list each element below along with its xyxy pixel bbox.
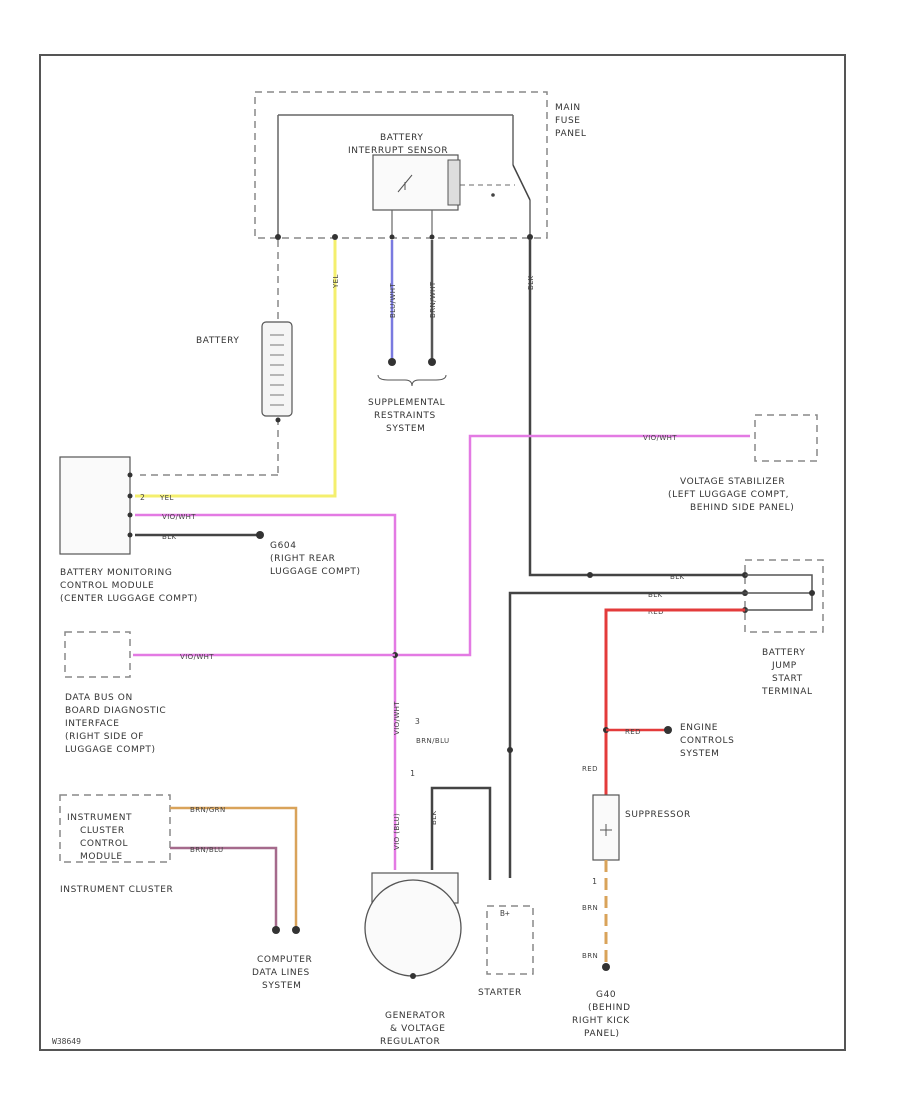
- generator-pin-top: 3: [415, 717, 420, 726]
- ic-module-label-4: MODULE: [80, 852, 123, 862]
- wire-vio-wht-top: [395, 434, 750, 657]
- instrument-cluster-label: INSTRUMENT CLUSTER: [60, 885, 173, 895]
- ic-module-label-2: CLUSTER: [80, 826, 125, 836]
- wire-label-red-engine: RED: [625, 728, 641, 736]
- wire-label-red: RED: [582, 765, 598, 773]
- wire-label-vio-wht-top: VIO/WHT: [643, 434, 677, 442]
- generator-label-1: GENERATOR: [385, 1011, 446, 1021]
- generator: [364, 872, 462, 979]
- ic-module-label-1: INSTRUMENT: [67, 813, 132, 823]
- wire-brn-blu: [170, 846, 278, 928]
- bmcm-label-1: BATTERY MONITORING: [60, 568, 172, 578]
- computer-data-lines-label-1: COMPUTER: [257, 955, 312, 965]
- battery-interrupt-sensor-label-2: INTERRUPT SENSOR: [348, 146, 448, 156]
- g40-label-1: G40: [596, 990, 616, 1000]
- wire-blk-main: [528, 240, 745, 577]
- data-bus-label-3: INTERFACE: [65, 719, 120, 729]
- generator-label-3: REGULATOR: [380, 1037, 440, 1047]
- voltage-stabilizer-label-1: VOLTAGE STABILIZER: [680, 477, 785, 487]
- engine-controls-label-2: CONTROLS: [680, 736, 734, 746]
- wire-label-brn-wht: BRN/WHT: [429, 281, 437, 318]
- srs-label-1: SUPPLEMENTAL: [368, 398, 445, 408]
- wire-label-vio-wht-gen: VIO/WHT: [393, 701, 401, 735]
- main-fuse-panel-label-1: MAIN: [555, 103, 581, 113]
- wire-yel: [135, 240, 337, 498]
- wire-label-blk-jump-2: BLK: [648, 591, 663, 599]
- bmcm-label-3: (CENTER LUGGAGE COMPT): [60, 594, 198, 604]
- g604-label-2: (RIGHT REAR: [270, 554, 335, 564]
- wire-blk-starter: [508, 591, 745, 878]
- wire-label-yel: YEL: [159, 494, 174, 502]
- wire-label-vio-wht-databus: VIO/WHT: [180, 653, 214, 661]
- wire-label-brn-blu-ic: BRN/BLU: [190, 846, 224, 854]
- wire-label-blk-jump: BLK: [670, 573, 685, 581]
- data-bus-label-5: LUGGAGE COMPT): [65, 745, 156, 755]
- wire-label-brn-grn: BRN/GRN: [190, 806, 226, 814]
- ic-module-label-3: CONTROL: [80, 839, 128, 849]
- jump-start-label-4: TERMINAL: [761, 687, 813, 697]
- g40-label-2: (BEHIND: [588, 1003, 631, 1013]
- wire-label-blu-wht: BLU/WHT: [389, 283, 397, 318]
- bmcm-label-2: CONTROL MODULE: [60, 581, 154, 591]
- wire-label-brn-2: BRN: [582, 952, 598, 960]
- starter-terminal: B+: [500, 909, 510, 918]
- engine-controls-label-1: ENGINE: [680, 723, 718, 733]
- bmcm-pin-yel: 2: [140, 493, 145, 502]
- diagram-id: W38649: [52, 1037, 81, 1046]
- g604-label-3: LUGGAGE COMPT): [270, 567, 361, 577]
- generator-label-2: & VOLTAGE: [390, 1024, 446, 1034]
- voltage-stabilizer-label-2: (LEFT LUGGAGE COMPT,: [668, 490, 789, 500]
- wire-label-brn-1: BRN: [582, 904, 598, 912]
- wire-label-vio-blu: VIO (BLU): [393, 813, 401, 850]
- suppressor-pin: 1: [592, 877, 597, 886]
- wire-label-yel-vertical: YEL: [332, 274, 340, 289]
- data-bus-label-2: BOARD DIAGNOSTIC: [65, 706, 166, 716]
- srs-label-3: SYSTEM: [386, 424, 425, 434]
- wire-label-blk-ground: BLK: [162, 533, 177, 541]
- computer-data-lines-label-3: SYSTEM: [262, 981, 301, 991]
- g40-label-3: RIGHT KICK: [572, 1016, 630, 1026]
- jump-start-label-1: BATTERY: [762, 648, 806, 658]
- wire-blk-generator: [430, 786, 492, 880]
- wire-label-vio-wht-bmcm: VIO/WHT: [162, 513, 196, 521]
- srs-brace: [377, 374, 447, 387]
- data-bus-interface: [64, 631, 131, 678]
- wire-vio-wht-bmcm: [135, 513, 397, 870]
- data-bus-label-4: (RIGHT SIDE OF: [65, 732, 144, 742]
- main-fuse-panel-label-2: FUSE: [555, 116, 581, 126]
- battery-interrupt-sensor: [372, 154, 461, 240]
- data-bus-label-1: DATA BUS ON: [65, 693, 133, 703]
- starter: [486, 905, 534, 975]
- battery-interrupt-sensor-label-1: BATTERY: [380, 133, 424, 143]
- starter-label: STARTER: [478, 988, 522, 998]
- generator-pin-bplus: 1: [410, 769, 415, 778]
- g40-label-4: PANEL): [584, 1029, 620, 1039]
- engine-controls-label-3: SYSTEM: [680, 749, 719, 759]
- main-fuse-panel-label-3: PANEL: [555, 129, 586, 139]
- g604-label-1: G604: [270, 541, 297, 551]
- battery-label: BATTERY: [196, 336, 240, 346]
- instrument-cluster-module: [59, 794, 171, 863]
- wire-label-brn-blu: BRN/BLU: [416, 737, 450, 745]
- wire-label-blk-gen: BLK: [430, 810, 438, 825]
- voltage-stabilizer-label-3: BEHIND SIDE PANEL): [690, 503, 794, 513]
- battery: [140, 240, 293, 476]
- suppressor-label: SUPPRESSOR: [625, 810, 691, 820]
- diagram-frame: [39, 54, 846, 1051]
- battery-monitoring-module: [59, 456, 131, 555]
- wire-label-red-jump: RED: [648, 608, 664, 616]
- computer-data-lines-label-2: DATA LINES: [252, 968, 310, 978]
- jump-start-label-3: START: [772, 674, 803, 684]
- srs-label-2: RESTRAINTS: [374, 411, 436, 421]
- voltage-stabilizer: [754, 414, 818, 462]
- wire-red: [604, 608, 745, 795]
- wire-brn-grn: [170, 806, 298, 928]
- main-fuse-panel: [254, 91, 548, 240]
- wire-label-blk-vertical: BLK: [527, 275, 535, 290]
- jump-start-label-2: JUMP: [771, 661, 797, 671]
